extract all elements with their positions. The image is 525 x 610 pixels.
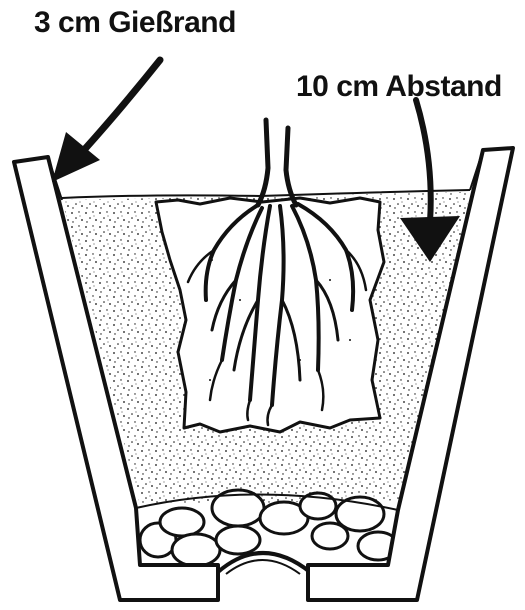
root-ball: [156, 198, 384, 432]
plant-stem: [258, 120, 296, 205]
pouring-rim-label: 3 cm Gießrand: [34, 6, 236, 40]
rim-arrow: [52, 60, 160, 182]
spacing-label: 10 cm Abstand: [296, 70, 502, 104]
